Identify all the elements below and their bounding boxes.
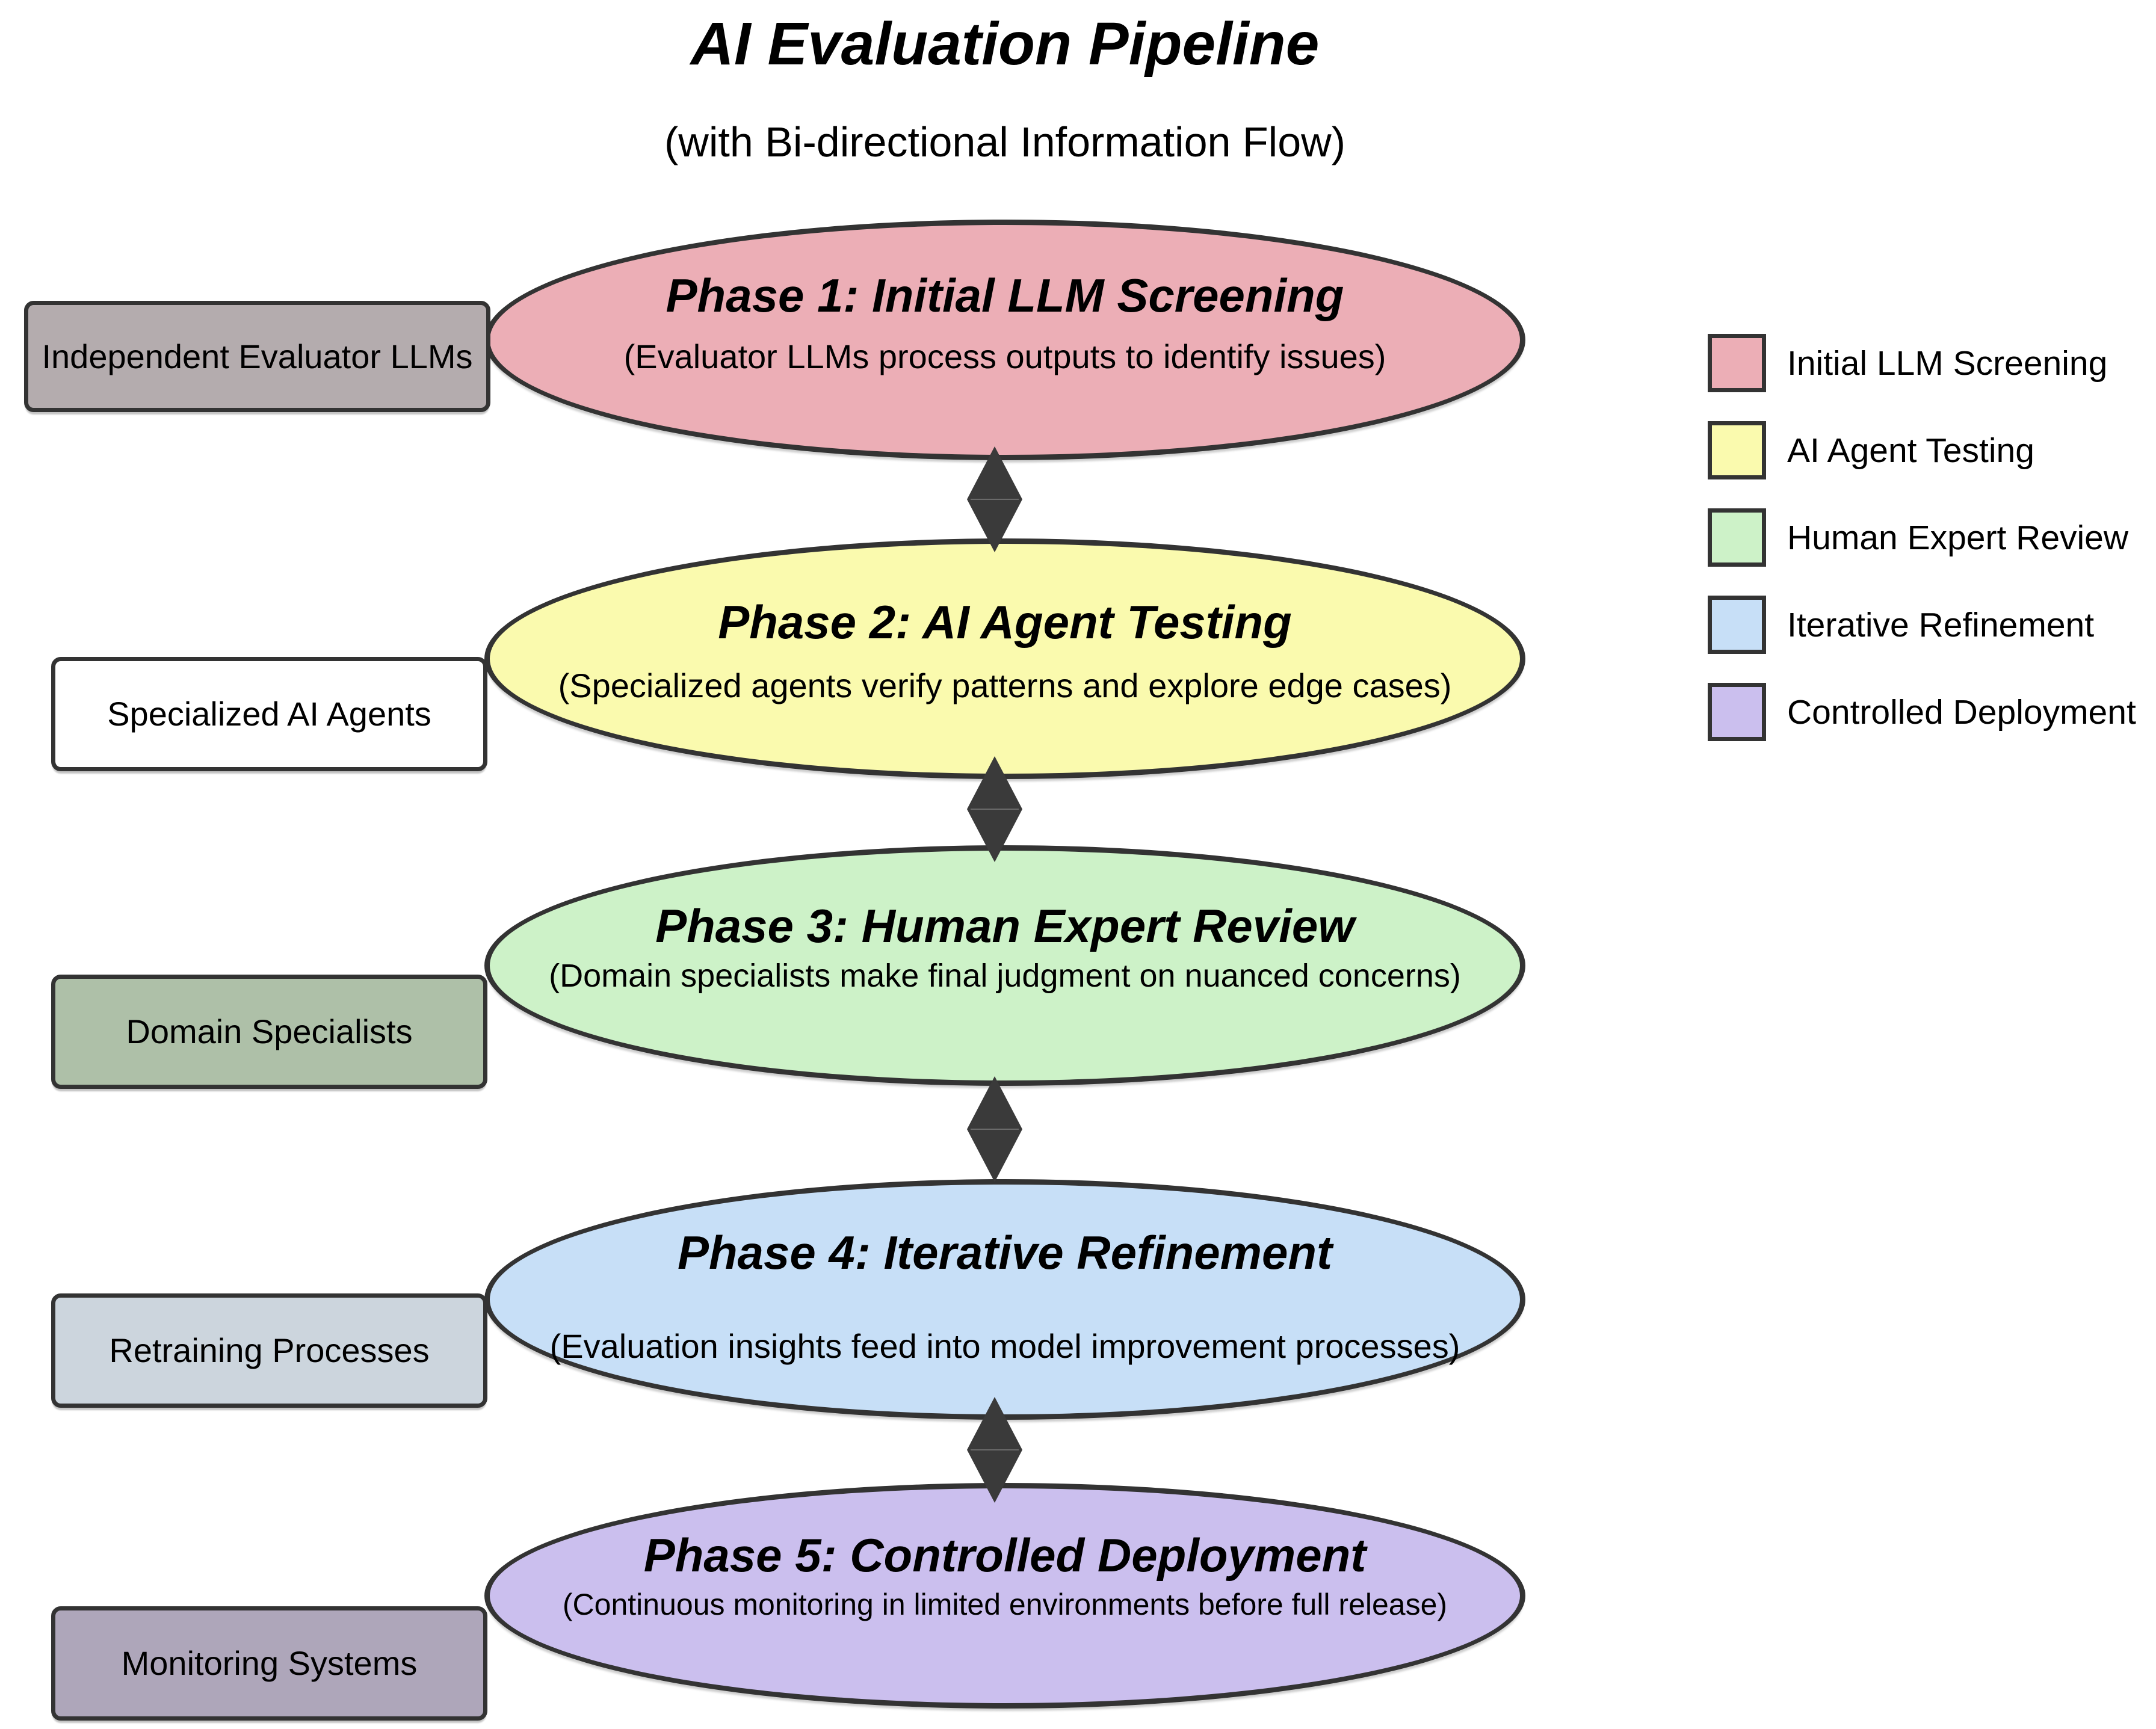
legend-label: Human Expert Review	[1787, 518, 2129, 557]
side-box-independent-evaluator-llms: Independent Evaluator LLMs	[24, 301, 490, 412]
legend-item: Iterative Refinement	[1708, 596, 2136, 654]
phase-2-title: Phase 2: AI Agent Testing	[718, 596, 1292, 649]
legend-label: Controlled Deployment	[1787, 692, 2136, 732]
legend-item: Human Expert Review	[1708, 508, 2136, 567]
phase-1-title: Phase 1: Initial LLM Screening	[666, 269, 1344, 322]
phase-2-subtitle: (Specialized agents verify patterns and …	[558, 667, 1452, 705]
legend-label: Iterative Refinement	[1787, 605, 2095, 644]
legend-swatch-initial-llm-screening	[1708, 334, 1766, 392]
legend-swatch-human-expert-review	[1708, 508, 1766, 567]
phase-5-subtitle: (Continuous monitoring in limited enviro…	[562, 1588, 1448, 1622]
legend-item: AI Agent Testing	[1708, 421, 2136, 479]
bidirectional-arrow-icon	[967, 1397, 1022, 1503]
phase-3-subtitle: (Domain specialists make final judgment …	[549, 957, 1461, 994]
side-box-label: Specialized AI Agents	[107, 695, 431, 733]
bidirectional-arrow-icon	[967, 756, 1022, 862]
legend-label: AI Agent Testing	[1787, 431, 2034, 470]
legend-item: Controlled Deployment	[1708, 683, 2136, 741]
legend-item: Initial LLM Screening	[1708, 334, 2136, 392]
phase-4-title: Phase 4: Iterative Refinement	[677, 1225, 1333, 1279]
legend-label: Initial LLM Screening	[1787, 344, 2108, 383]
phase-3-ellipse: Phase 3: Human Expert Review (Domain spe…	[484, 845, 1525, 1086]
side-box-retraining-processes: Retraining Processes	[51, 1293, 487, 1408]
phase-2-ellipse: Phase 2: AI Agent Testing (Specialized a…	[484, 538, 1525, 779]
legend: Initial LLM Screening AI Agent Testing H…	[1708, 334, 2136, 770]
side-box-label: Retraining Processes	[109, 1331, 430, 1370]
phase-3-title: Phase 3: Human Expert Review	[655, 899, 1354, 953]
page-title: AI Evaluation Pipeline	[690, 10, 1320, 78]
phase-1-subtitle: (Evaluator LLMs process outputs to ident…	[623, 337, 1386, 376]
phase-4-subtitle: (Evaluation insights feed into model imp…	[549, 1327, 1460, 1365]
legend-swatch-controlled-deployment	[1708, 683, 1766, 741]
side-box-domain-specialists: Domain Specialists	[51, 975, 487, 1089]
bidirectional-arrow-icon	[967, 446, 1022, 552]
side-box-label: Monitoring Systems	[121, 1644, 418, 1683]
side-box-monitoring-systems: Monitoring Systems	[51, 1606, 487, 1721]
phase-4-ellipse: Phase 4: Iterative Refinement (Evaluatio…	[484, 1179, 1525, 1420]
legend-swatch-ai-agent-testing	[1708, 421, 1766, 479]
side-box-specialized-ai-agents: Specialized AI Agents	[51, 657, 487, 771]
page-subtitle: (with Bi-directional Information Flow)	[664, 119, 1346, 165]
phase-5-ellipse: Phase 5: Controlled Deployment (Continuo…	[484, 1483, 1525, 1709]
bidirectional-arrow-icon	[967, 1076, 1022, 1182]
phase-1-ellipse: Phase 1: Initial LLM Screening (Evaluato…	[484, 220, 1525, 460]
phase-5-title: Phase 5: Controlled Deployment	[643, 1529, 1367, 1582]
side-box-label: Independent Evaluator LLMs	[42, 337, 473, 375]
legend-swatch-iterative-refinement	[1708, 596, 1766, 654]
side-box-label: Domain Specialists	[126, 1012, 413, 1051]
